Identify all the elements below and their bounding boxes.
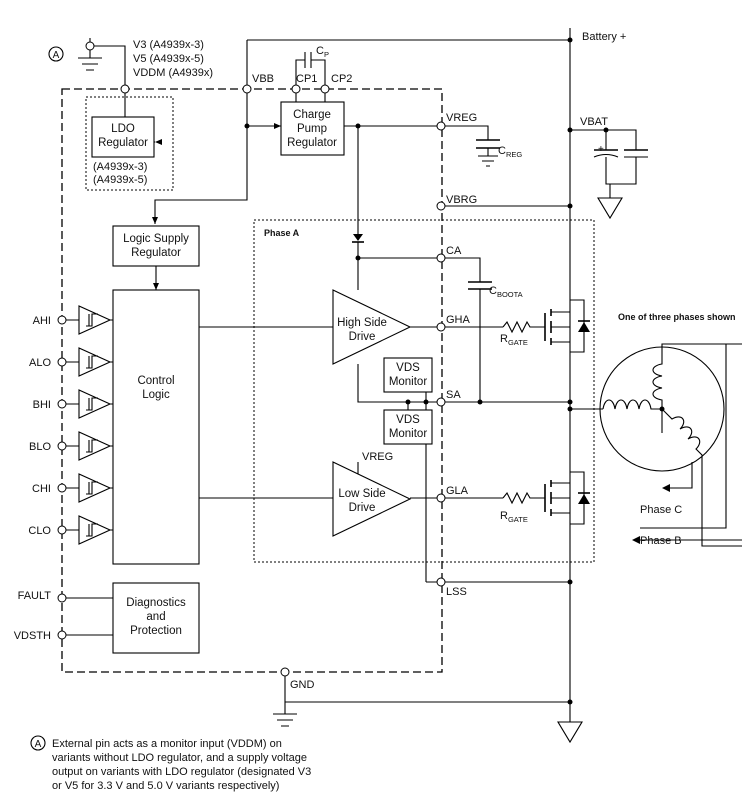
label-battery: Battery + [582,31,626,43]
vds2-label-2: Monitor [389,428,428,440]
footnote-marker-bottom-icon [30,735,46,751]
label-vreg: VREG [446,112,477,124]
arrow-ldo [155,139,162,145]
ldo-label-2: Regulator [98,137,148,149]
arrow-logic-supply [152,217,158,224]
hs-label-2: Drive [349,331,376,343]
junctions [244,37,665,705]
ldo-variant-2: (A4939x-5) [93,174,147,186]
cp-label-1: Charge [293,109,331,121]
vds-monitor-low-block [383,409,433,445]
pin-chi: CHI [32,483,51,495]
pin-vdsth: VDSTH [14,630,51,642]
label-rgate-high: RGATE [500,333,528,347]
control-logic-block [112,289,200,565]
logic-supply-label-2: Regulator [131,247,181,259]
diagnostics-block [112,582,200,654]
label-cp2: CP2 [331,73,352,85]
ldo-variant-1: (A4939x-3) [93,161,147,173]
ls-label-2: Drive [349,502,376,514]
chip-outline [61,88,443,673]
footnote-line-3: output on variants with LDO regulator (d… [52,766,311,778]
label-v3: V3 (A4939x-3) [133,39,204,51]
footnote-line-2: variants without LDO regulator, and a su… [52,752,307,764]
control-label-1: Control [137,375,174,387]
label-vbrg: VBRG [446,194,477,206]
diag-label-2: and [146,611,165,623]
ldo-regulator-block [91,116,155,158]
low-side-drive-block [332,461,412,537]
schmitt-buffers [78,305,112,545]
vds-monitor-high-block [383,357,433,393]
creg-capacitor [476,139,500,149]
vds2-label-1: VDS [396,414,420,426]
logic-supply-block [112,225,200,267]
hs-label-1: High Side [337,317,387,329]
gnd-symbol [273,713,297,727]
control-label-2: Logic [142,389,170,401]
pin-ahi: AHI [33,315,51,327]
label-cp: CP [316,45,329,59]
pin-ca: CA [446,245,462,257]
ls-label-1: Low Side [338,488,385,500]
label-phase-b: Phase B [640,535,682,547]
phase-a-outline [253,219,595,563]
rgate-high-resistor [502,320,545,334]
label-creg: CREG [498,145,522,159]
pin-gha: GHA [446,314,471,326]
pin-gla: GLA [446,485,469,497]
label-rgate-low: RGATE [500,510,528,524]
gnd-wire [284,672,570,714]
logic-supply-label-1: Logic Supply [123,233,189,245]
cboot-wire [441,257,481,282]
diag-label-1: Diagnostics [126,597,186,609]
footnote-marker-top: A [53,50,60,61]
high-side-drive-block [332,289,412,365]
diag-label-3: Protection [130,625,182,637]
cp-label-3: Regulator [287,137,337,149]
pin-markers [57,41,446,677]
label-phase-c: Phase C [640,504,682,516]
label-cboot: CBOOTA [489,285,523,299]
label-v5: V5 (A4939x-5) [133,53,204,65]
sa-wire [357,364,570,403]
phase-a-title: Phase A [264,228,300,238]
pin-sa: SA [446,389,461,401]
ldo-label-1: LDO [111,123,135,135]
ldo-variant-outline [85,96,174,191]
pin-alo: ALO [29,357,51,369]
footnote-marker-icon [48,46,64,62]
label-cp1: CP1 [296,73,317,85]
footnote-line-1: External pin acts as a monitor input (VD… [52,738,282,750]
label-vbb: VBB [252,73,274,85]
rgate-low-resistor [502,491,545,505]
battery-rail [557,28,648,744]
boot-diode [353,234,363,241]
label-one-of-three: One of three phases shown [618,312,736,322]
cp-label-2: Pump [297,123,327,135]
footnote-marker-bottom: A [35,739,42,750]
label-vbat: VBAT [580,116,608,128]
label-vddm: VDDM (A4939x) [133,67,213,79]
pin-blo: BLO [29,441,51,453]
arrow-control [153,283,159,290]
pin-clo: CLO [28,525,51,537]
creg-ground [478,148,498,167]
vds1-label-2: Monitor [389,376,428,388]
charge-pump-block [280,101,345,156]
svg-text:+: + [598,144,604,155]
arrow-cp [274,123,281,129]
vds1-label-1: VDS [396,362,420,374]
motor [570,343,742,547]
pin-fault: FAULT [18,590,52,602]
pin-lss: LSS [446,586,467,598]
pin-bhi: BHI [33,399,51,411]
pin-gnd: GND [290,679,315,691]
footnote-line-4: or V5 for 3.3 V and 5.0 V variants respe… [52,780,279,792]
label-vreg-ls: VREG [362,451,393,463]
